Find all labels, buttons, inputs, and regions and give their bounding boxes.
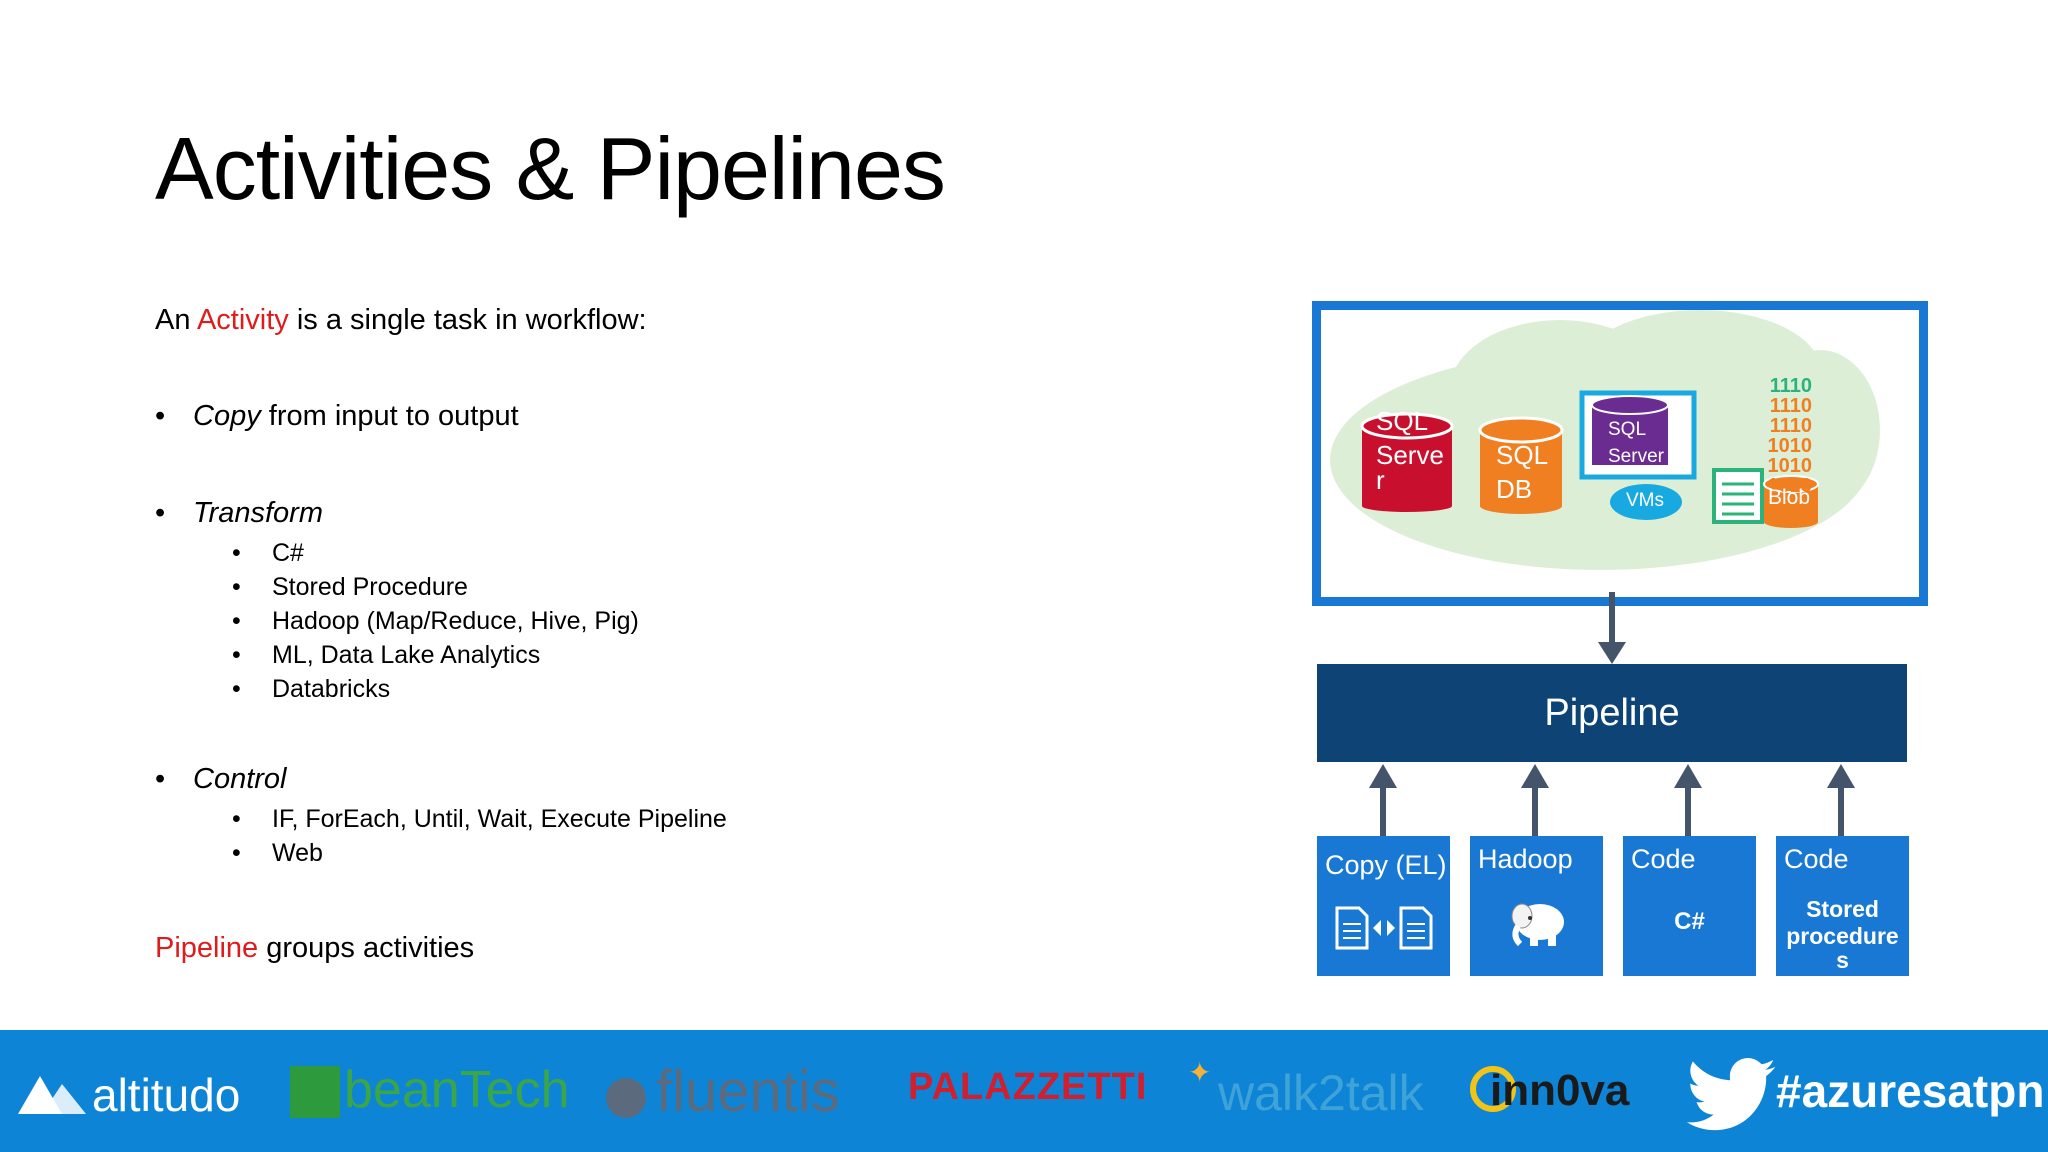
activity-code-label: Code <box>1631 844 1696 874</box>
activity-code-csharp: Code C# <box>1623 836 1756 976</box>
stored-procedures-line: Stored <box>1806 896 1879 922</box>
activity-hadoop: Hadoop <box>1470 836 1603 976</box>
binary-data: 1110 1110 1110 1010 1010 1010 1010 <box>1726 375 1813 517</box>
hashtag: #azuresatpn <box>1776 1065 2045 1117</box>
control-item-text: Web <box>272 839 323 867</box>
bullet-dot: • <box>155 763 166 795</box>
inn0va-ring-icon <box>1470 1066 1516 1112</box>
sql-server-label-3: r <box>1376 465 1385 495</box>
sponsor-beantech: beanTech <box>344 1061 570 1119</box>
sponsor-altitudo: altitudo <box>92 1069 241 1121</box>
beantech-logo-icon <box>290 1066 340 1118</box>
bullet-dot: • <box>155 400 166 432</box>
sql-server-label: SQL Serve r <box>1376 406 1444 495</box>
pipeline-label: Pipeline <box>1544 691 1680 734</box>
altitudo-logo-icon <box>18 1076 86 1114</box>
activity-copy-label: Copy (EL) <box>1325 850 1447 880</box>
transform-item-text: Databricks <box>272 675 391 703</box>
sql-server-label-1: SQL <box>1376 406 1429 436</box>
copy-documents-icon <box>1335 906 1433 950</box>
pipeline-line: Pipeline groups activities <box>155 928 474 968</box>
stored-procedures-label: Stored procedure s <box>1776 896 1909 973</box>
sql-db-label-1: SQL <box>1496 440 1549 470</box>
binary-row: 1110 <box>1769 375 1812 397</box>
sponsor-palazzetti: PALAZZETTI <box>908 1066 1148 1108</box>
sponsor-walk2talk: walk2talk <box>1218 1065 1424 1121</box>
transform-item-text: Stored Procedure <box>272 573 468 601</box>
sub-bullet-dot: • <box>232 607 241 635</box>
binary-row: 1110 1110 <box>1769 395 1812 437</box>
sub-bullet-dot: • <box>232 805 241 833</box>
binary-row: 1010 1010 <box>1767 475 1813 517</box>
sql-db-label: SQL DB <box>1496 438 1548 506</box>
sql-vm-label-2: Server <box>1608 446 1664 467</box>
blob-icon <box>1712 468 1819 528</box>
transform-item-text: ML, Data Lake Analytics <box>272 641 541 669</box>
blob-label: Blob <box>1768 486 1811 509</box>
transform-emphasis: Transform <box>193 497 323 529</box>
transform-item-text: C# <box>272 539 304 567</box>
hadoop-elephant-icon <box>1511 903 1564 947</box>
copy-emphasis: Copy <box>193 400 261 432</box>
intro-suffix: is a single task in workflow: <box>288 304 647 336</box>
sub-bullet-dot: • <box>232 839 241 867</box>
activity-code-label: Code <box>1784 844 1849 874</box>
activity-hadoop-label: Hadoop <box>1478 844 1573 874</box>
bullet-dot: • <box>155 497 166 529</box>
intro-line: An Activity is a single task in workflow… <box>155 300 647 340</box>
activity-copy: Copy (EL) <box>1317 836 1450 976</box>
binary-row: 1010 1010 <box>1767 435 1813 477</box>
fluentis-logo-icon <box>606 1078 646 1118</box>
control-emphasis: Control <box>193 763 287 795</box>
vm-badge: VMs <box>1626 490 1664 511</box>
sql-server-label-2: Serve <box>1376 440 1444 470</box>
activity-code-stored-procedures: Code Stored procedure s <box>1776 836 1909 976</box>
sub-bullet-dot: • <box>232 539 241 567</box>
sql-db-label-2: DB <box>1496 474 1533 504</box>
pipeline-box: Pipeline <box>1317 664 1907 762</box>
stored-procedures-line: procedure <box>1786 923 1899 949</box>
activity-keyword: Activity <box>196 304 289 336</box>
control-item-text: IF, ForEach, Until, Wait, Execute Pipeli… <box>272 805 727 833</box>
sub-bullet-dot: • <box>232 641 241 669</box>
twitter-bird-icon <box>1686 1058 1776 1131</box>
sub-bullet-dot: • <box>232 573 241 601</box>
pipeline-keyword: Pipeline <box>155 932 259 964</box>
intro-prefix: An <box>155 304 197 336</box>
sub-bullet-dot: • <box>232 675 241 703</box>
walk2talk-star-icon: ✦ <box>1188 1057 1212 1088</box>
copy-text: from input to output <box>260 400 519 432</box>
sponsor-fluentis: fluentis <box>656 1059 840 1124</box>
sponsor-inn0va: inn0va <box>1490 1066 1630 1115</box>
stored-procedures-line: s <box>1836 947 1849 973</box>
sql-server-icon <box>1360 412 1454 512</box>
sponsor-footer: altitudo beanTech fluentis PALAZZETTI ✦ … <box>0 1030 2048 1152</box>
sql-db-icon <box>1478 416 1564 514</box>
slide-title: Activities & Pipelines <box>155 119 946 218</box>
sql-vm-label-1: SQL <box>1608 419 1647 440</box>
sql-vm-icon <box>1579 390 1697 520</box>
sql-vm-label: SQL Server <box>1608 416 1664 470</box>
arrow-down <box>1598 592 1626 664</box>
csharp-label: C# <box>1674 908 1705 935</box>
pipeline-suffix: groups activities <box>258 932 475 964</box>
arrows-up <box>1369 764 1855 836</box>
transform-item-text: Hadoop (Map/Reduce, Hive, Pig) <box>272 607 639 635</box>
